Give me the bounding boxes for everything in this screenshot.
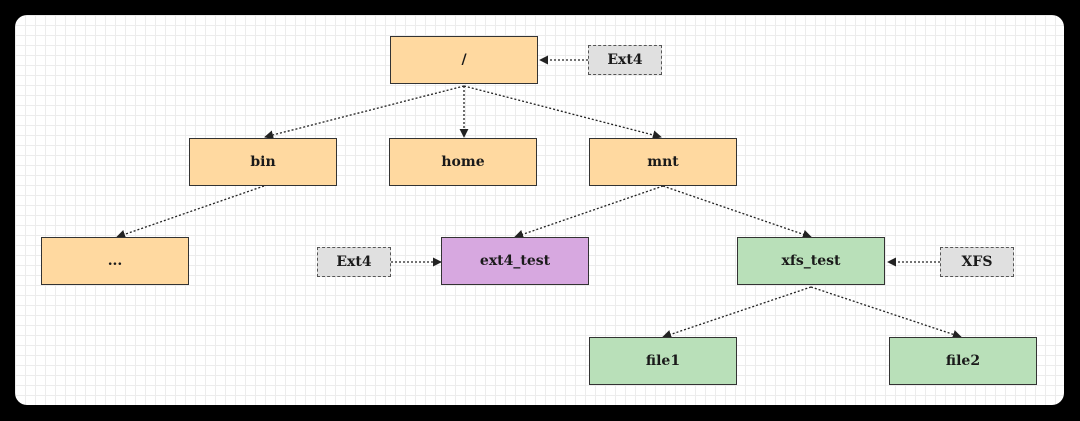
node-ext4-test: ext4_test [441,237,589,285]
fs-tag-xfs-test: XFS [940,247,1014,277]
edge-bin-child [116,185,265,239]
edges-layer [116,55,962,339]
node-bin: bin [189,138,337,186]
edge-xfstest-file1 [662,286,812,339]
node-root: / [390,36,538,84]
fs-tag-ext4-test: Ext4 [317,247,391,277]
node-bin-child: ... [41,237,189,285]
edge-mnt-xfstest [662,185,812,239]
node-home: home [389,138,537,186]
edge-xfstest-file2 [810,286,962,339]
node-mnt: mnt [589,138,737,186]
fs-tag-root: Ext4 [588,45,662,75]
node-xfs-test: xfs_test [737,237,885,285]
node-file2: file2 [889,337,1037,385]
diagram-canvas: / bin home mnt ... ext4_test xfs_test fi… [15,15,1064,405]
edge-root-mnt [463,85,662,140]
node-file1: file1 [589,337,737,385]
edge-mnt-ext4test [514,185,664,239]
edge-root-bin [264,85,465,140]
